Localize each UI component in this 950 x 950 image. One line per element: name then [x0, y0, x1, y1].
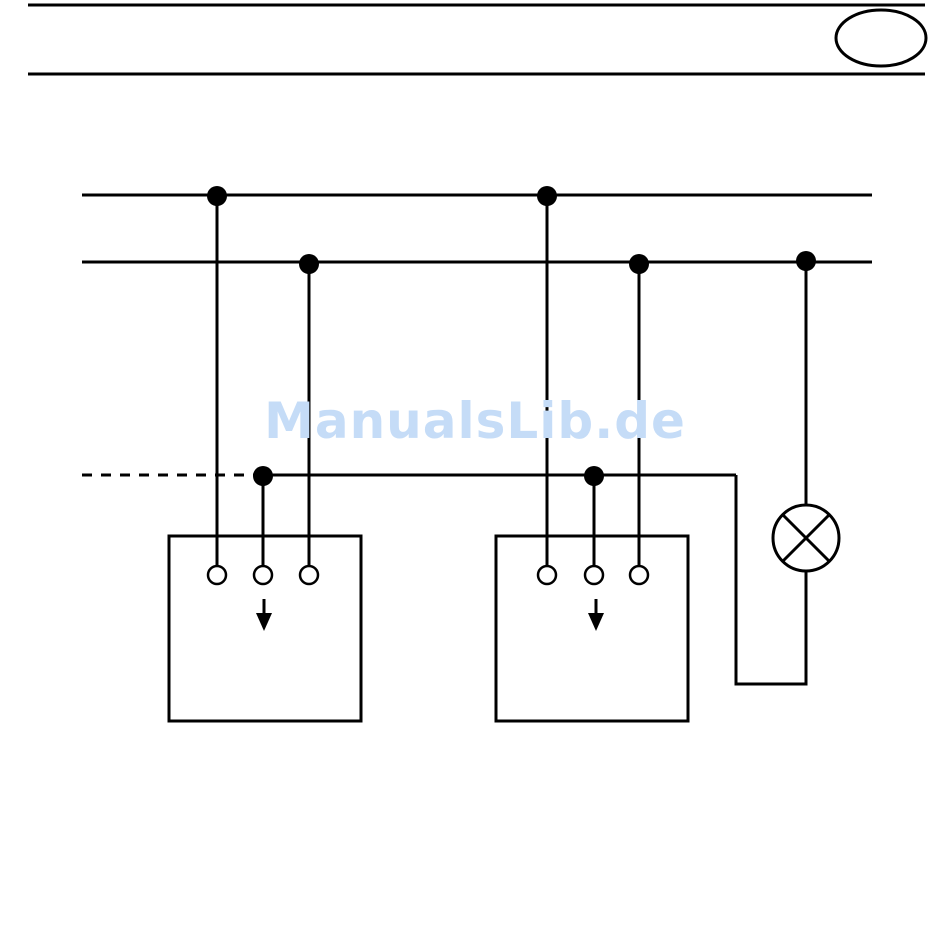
junction-dot [629, 254, 649, 274]
terminal-circle [208, 566, 226, 584]
lamp-icon [773, 505, 839, 571]
switch-box-right [496, 536, 688, 721]
down-arrow-icon [256, 613, 272, 631]
terminal-circle [538, 566, 556, 584]
junction-dot [299, 254, 319, 274]
junction-dot [584, 466, 604, 486]
junction-dot [253, 466, 273, 486]
terminal-circle [254, 566, 272, 584]
junction-dot [537, 186, 557, 206]
header-badge-oval [836, 10, 926, 66]
terminal-circle [630, 566, 648, 584]
terminal-circle [585, 566, 603, 584]
down-arrow-icon [588, 613, 604, 631]
junction-dot [207, 186, 227, 206]
junction-dot [796, 251, 816, 271]
terminal-circle [300, 566, 318, 584]
